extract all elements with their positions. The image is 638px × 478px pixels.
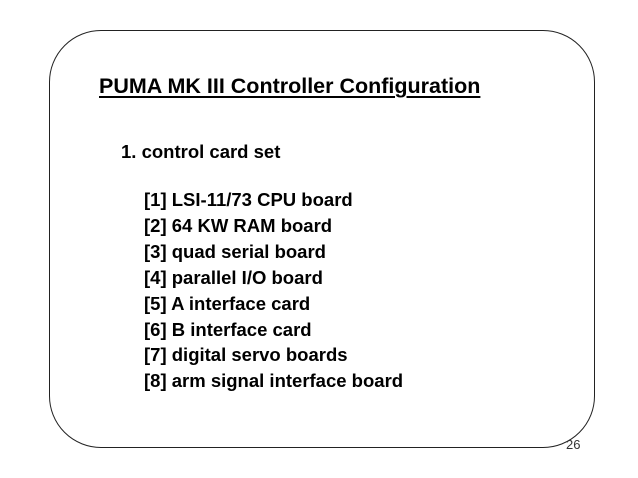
card-list: [1] LSI-11/73 CPU board [2] 64 KW RAM bo… [144,187,403,394]
list-item: [4] parallel I/O board [144,266,323,288]
list-item: [1] LSI-11/73 CPU board [144,189,353,210]
list-item: [5] A interface card [144,292,311,314]
section-heading: 1. control card set [121,141,281,162]
list-item: [2] 64 KW RAM board [144,214,333,236]
list-item: [8] arm signal interface board [144,370,404,392]
page-number: 26 [566,437,581,452]
slide-title: PUMA MK III Controller Configuration [99,74,481,98]
list-item: [7] digital servo boards [144,344,348,366]
list-item: [6] B interface card [144,318,312,340]
slide-frame [49,30,595,448]
list-item: [3] quad serial board [144,240,326,262]
